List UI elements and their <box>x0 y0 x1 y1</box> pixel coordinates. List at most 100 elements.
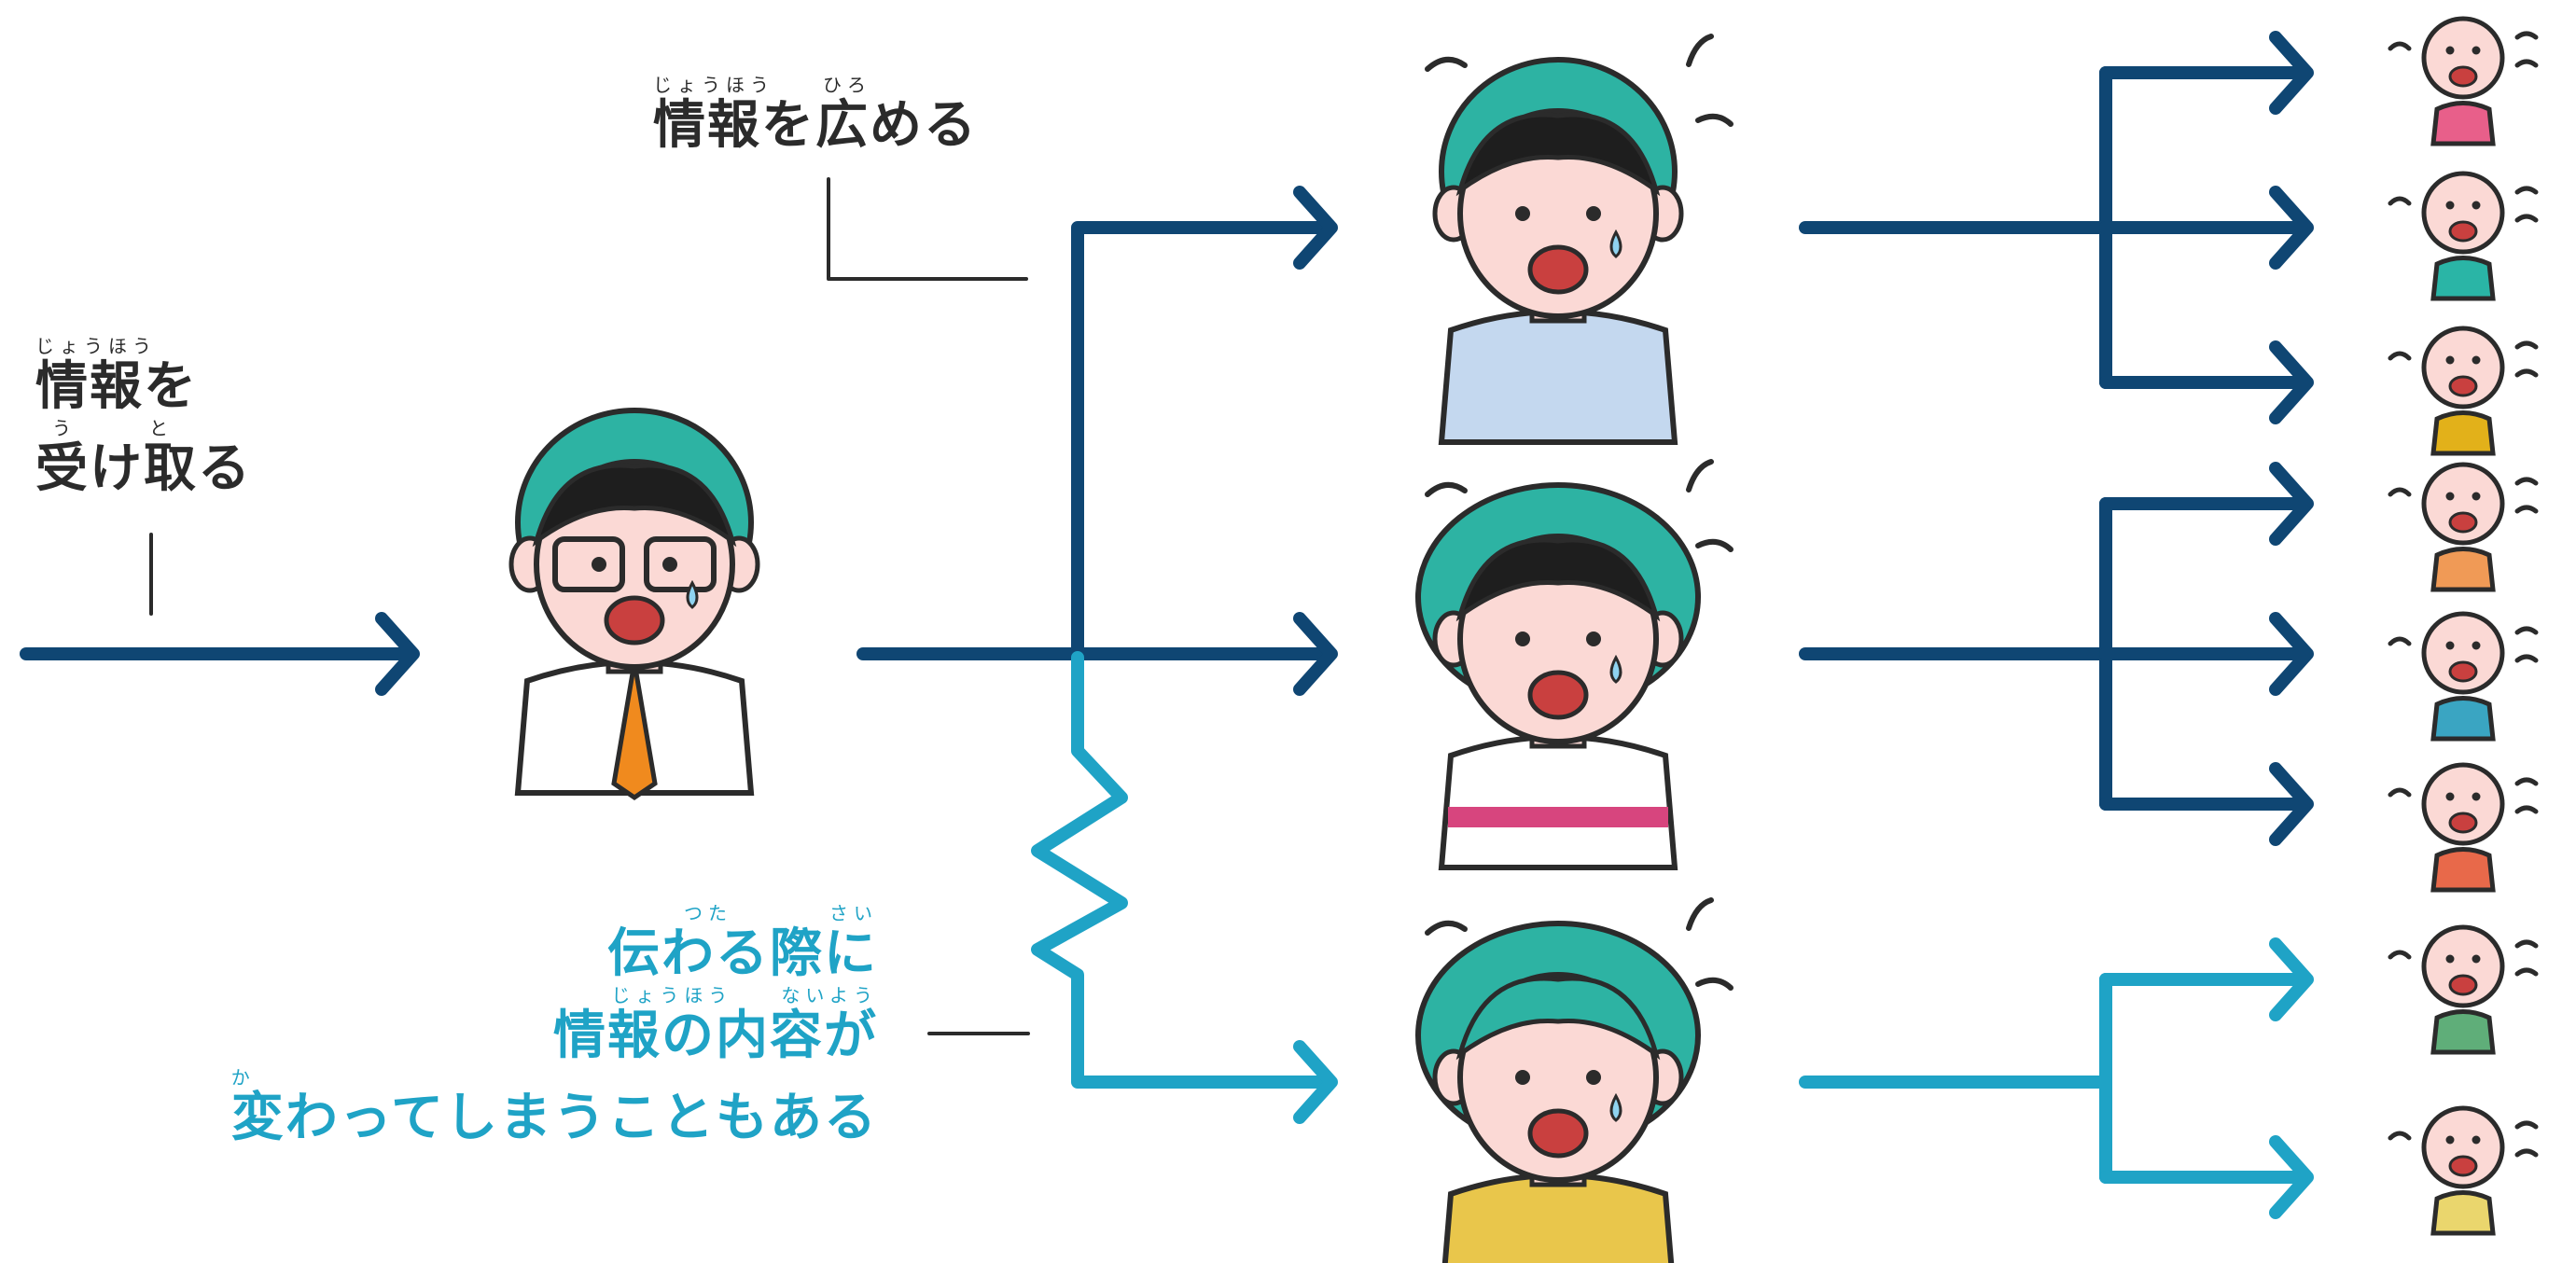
branch-to-boy-line <box>1071 221 1333 660</box>
branch-to-girl-arrowhead <box>1293 612 1338 696</box>
small-person-green-icon-eye-left <box>2445 954 2455 964</box>
girl-icon-shock-right-1 <box>1686 459 1714 493</box>
older-woman-icon <box>1415 897 1734 1263</box>
small-person-teal-icon-head <box>2421 171 2505 255</box>
small-person-green-icon-mouth <box>2448 974 2478 996</box>
man-with-glasses-icon-eye-left <box>592 557 606 572</box>
small-person-lightyellow-icon-eye-right <box>2472 1135 2481 1145</box>
small-person-blue-icon-eye-left <box>2445 641 2455 650</box>
small-person-green-icon-shock-right-2 <box>2514 967 2539 977</box>
man-with-glasses-icon <box>508 408 760 801</box>
fan-woman-arrowhead-0 <box>2269 937 2314 1021</box>
small-person-yellow-icon-mouth <box>2448 375 2478 397</box>
girl-icon-shirt <box>1438 734 1678 870</box>
man-with-glasses-icon-eye-right <box>662 557 677 572</box>
small-person-pink-icon-shirt <box>2430 101 2496 146</box>
small-person-orange-icon-mouth <box>2448 511 2478 534</box>
older-woman-icon-mouth <box>1527 1108 1589 1159</box>
older-woman-icon-shirt <box>1441 1173 1675 1263</box>
small-person-yellow-icon <box>2388 326 2539 456</box>
label-info-changes: つた さい 伝わる際に じょうほう ないよう 情報の内容が か 変わってしまうこ… <box>231 903 878 1149</box>
connector-lines <box>20 31 2314 1219</box>
text-receive-2: 受け取る <box>35 438 252 499</box>
small-person-lightyellow-icon-shock-right-2 <box>2514 1148 2539 1158</box>
small-person-red-icon-shock-right-1 <box>2514 777 2539 786</box>
small-person-red-icon-mouth <box>2448 812 2478 834</box>
small-person-yellow-icon-head <box>2421 326 2505 409</box>
older-woman-icon-eye-right <box>1586 1070 1601 1085</box>
small-person-teal-icon-shock-right-2 <box>2514 214 2539 223</box>
small-person-red-icon-eye-left <box>2445 792 2455 801</box>
small-person-blue-icon-mouth <box>2448 660 2478 683</box>
ruby-change-3: か <box>230 1066 256 1089</box>
small-person-blue-icon-shirt <box>2430 696 2496 742</box>
people-icons <box>508 16 2539 1263</box>
man-with-glasses-icon-mouth <box>604 595 665 645</box>
girl-icon-bangs <box>1455 537 1661 622</box>
small-person-red-icon-shirt <box>2430 847 2496 893</box>
small-person-yellow-icon-shock-left <box>2388 351 2412 361</box>
text-change-2: 情報の内容が <box>553 1006 878 1066</box>
older-woman-icon-shock-left <box>1425 921 1468 936</box>
small-person-orange-icon-shock-right-2 <box>2514 505 2539 514</box>
fan-boy-arrowhead-2 <box>2269 340 2314 424</box>
small-person-pink-icon-shock-right-1 <box>2514 31 2539 40</box>
boy-icon-eye-right <box>1586 206 1601 221</box>
ruby-spread: じょうほう ひろ <box>653 74 871 96</box>
small-person-lightyellow-icon-eye-left <box>2445 1135 2455 1145</box>
small-person-lightyellow-icon-shock-right-1 <box>2514 1120 2539 1130</box>
small-person-teal-icon-shock-left <box>2388 196 2412 206</box>
small-person-blue-icon-shock-left <box>2388 636 2412 646</box>
small-person-green-icon-shirt <box>2430 1009 2496 1055</box>
small-person-lightyellow-icon-head <box>2421 1105 2505 1189</box>
small-person-orange-icon-shock-left <box>2388 487 2412 497</box>
small-person-teal-icon-eye-right <box>2472 201 2481 210</box>
small-person-green-icon <box>2388 924 2539 1055</box>
older-woman-icon-sweat <box>1609 1092 1622 1122</box>
man-with-glasses-icon-tie <box>611 661 658 801</box>
man-with-glasses-icon-sweat <box>686 579 699 609</box>
boy-icon-sweat <box>1609 229 1622 258</box>
boy-icon-shock-right-1 <box>1686 34 1714 67</box>
boy-icon-mouth <box>1527 244 1589 295</box>
small-person-green-icon-shock-left <box>2388 950 2412 960</box>
ruby-receive-1: じょうほう <box>35 335 157 357</box>
girl-icon-eye-left <box>1515 632 1530 646</box>
small-person-pink-icon-head <box>2421 16 2505 100</box>
small-person-teal-icon <box>2388 171 2539 301</box>
small-person-orange-icon-eye-right <box>2472 492 2481 501</box>
fan-girl-arrowhead-0 <box>2269 462 2314 546</box>
girl-icon-shock-left <box>1425 482 1468 497</box>
small-person-teal-icon-shock-right-1 <box>2514 186 2539 195</box>
small-person-blue-icon <box>2388 611 2539 742</box>
small-person-red-icon-eye-right <box>2472 792 2481 801</box>
small-person-lightyellow-icon-mouth <box>2448 1155 2478 1177</box>
older-woman-icon-bangs <box>1455 976 1661 1061</box>
small-person-orange-icon-shock-right-1 <box>2514 477 2539 486</box>
girl-icon-mouth <box>1527 670 1589 720</box>
man-with-glasses-icon-bangs <box>532 463 737 548</box>
small-person-yellow-icon-eye-right <box>2472 355 2481 365</box>
small-person-pink-icon-shock-right-2 <box>2514 59 2539 68</box>
boy-icon-eye-left <box>1515 206 1530 221</box>
spread-callout-line <box>827 177 1028 281</box>
ruby-change-1: つた さい <box>684 902 878 924</box>
small-person-pink-icon-mouth <box>2448 65 2478 88</box>
small-person-teal-icon-mouth <box>2448 220 2478 243</box>
small-person-blue-icon-shock-right-1 <box>2514 626 2539 635</box>
small-person-blue-icon-shock-right-2 <box>2514 654 2539 663</box>
boy-icon <box>1425 34 1734 445</box>
label-spread-info: じょうほう ひろ 情報を広める <box>653 75 978 157</box>
small-person-red-icon <box>2388 762 2539 893</box>
text-spread: 情報を広める <box>653 95 978 156</box>
small-person-teal-icon-eye-left <box>2445 201 2455 210</box>
small-person-red-icon-shock-left <box>2388 787 2412 798</box>
man-with-glasses-icon-glasses-right <box>644 536 717 592</box>
small-person-orange-icon-eye-left <box>2445 492 2455 501</box>
small-person-orange-icon <box>2388 462 2539 592</box>
text-receive-1: 情報を <box>35 356 198 417</box>
ruby-receive-2: う と <box>52 417 174 439</box>
small-person-pink-icon-shock-left <box>2388 41 2412 51</box>
small-person-lightyellow-icon-shock-left <box>2388 1131 2412 1141</box>
